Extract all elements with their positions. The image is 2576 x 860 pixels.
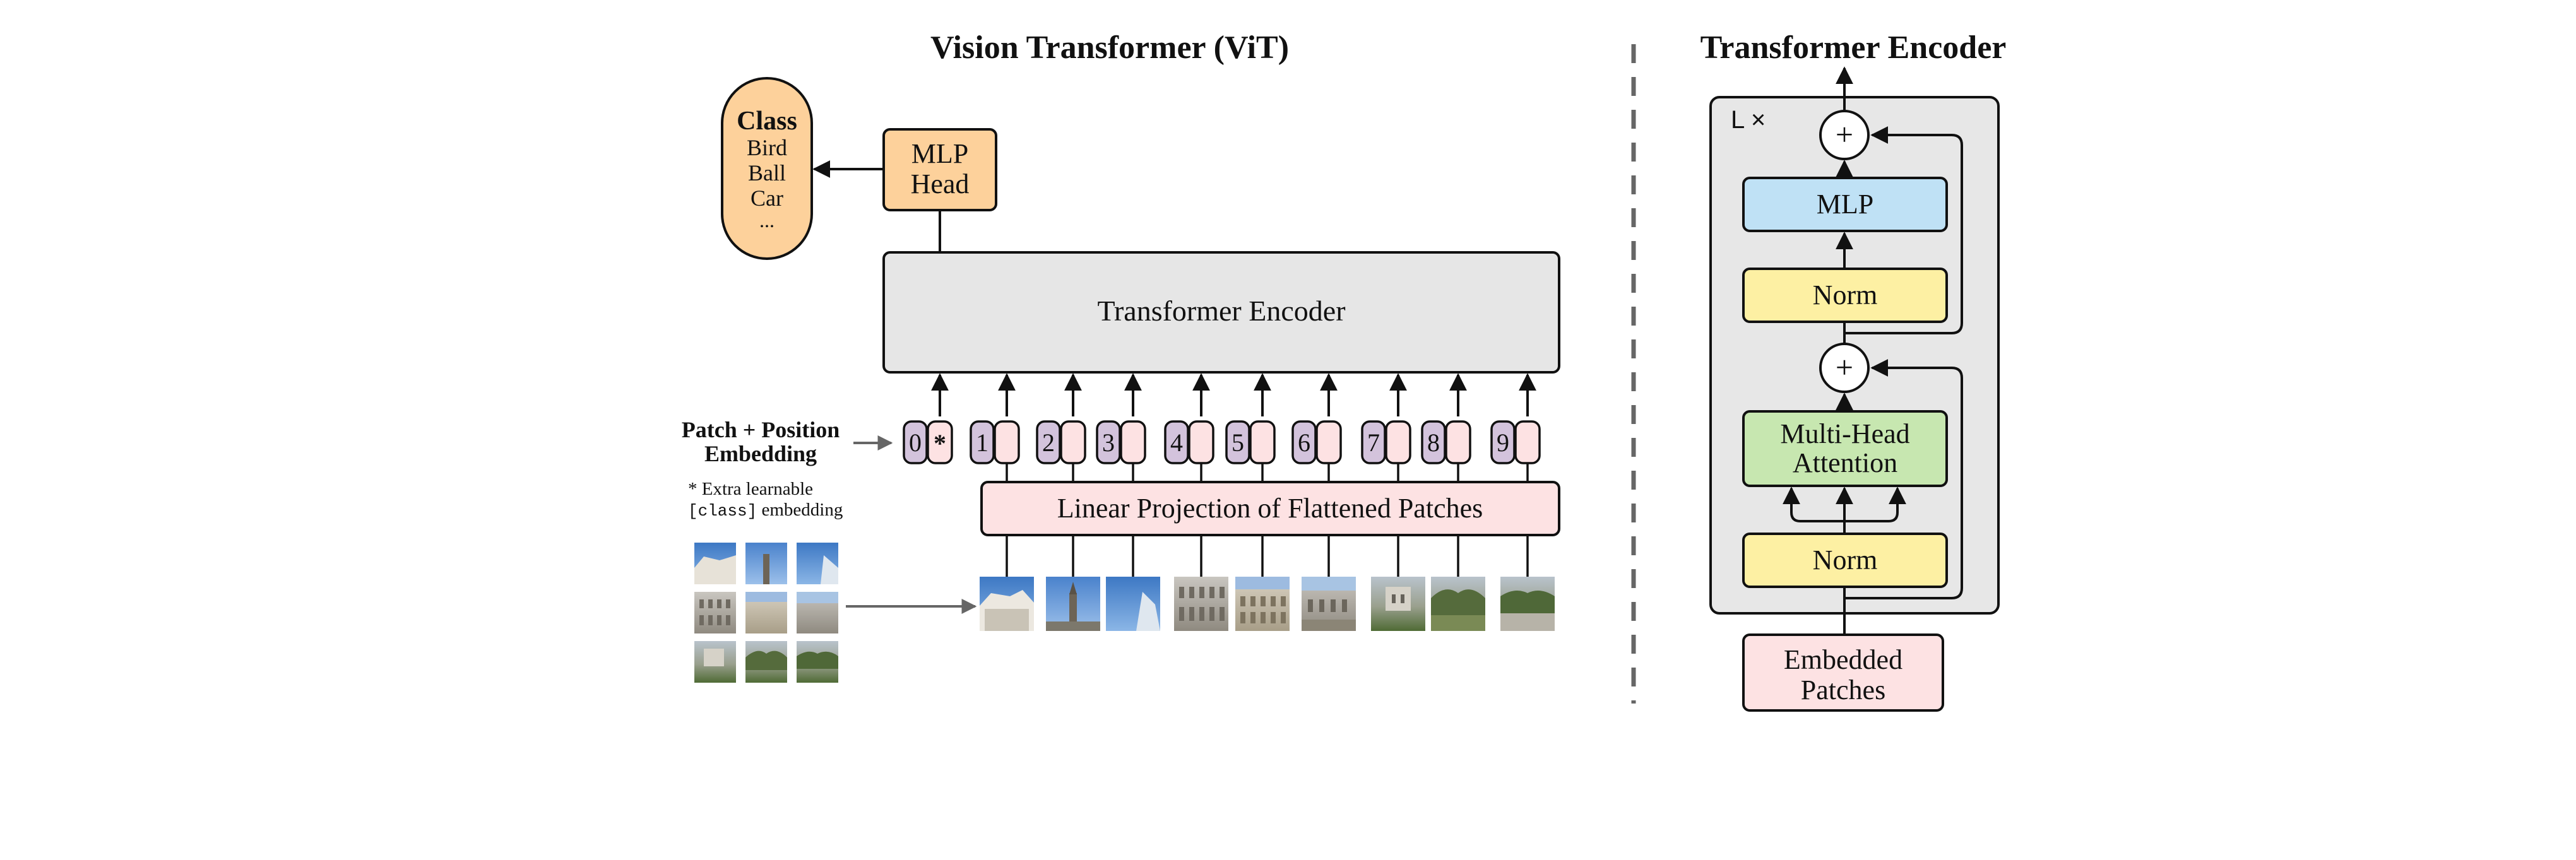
token-pair-1: 1 [970, 420, 1020, 464]
patch-image-4 [1174, 577, 1228, 631]
attention-line2: Attention [1793, 447, 1897, 478]
residual-add-middle-symbol: + [1836, 350, 1853, 385]
position-index-1: 1 [976, 428, 988, 457]
class-token-note-line1: * Extra learnable [688, 479, 813, 499]
patch-image-8 [1431, 577, 1485, 631]
residual-skip-bottom [1844, 359, 1963, 599]
residual-skip-top [1844, 126, 1963, 334]
token-pair-5: 5 [1225, 420, 1276, 464]
vit-title: Vision Transformer (ViT) [930, 30, 1289, 66]
token-to-projection-lines [1006, 463, 1529, 482]
token-pair-2: 2 [1036, 420, 1086, 464]
embedding-label-line1: Patch + Position [682, 417, 840, 442]
class-token-star: * [934, 429, 946, 457]
attention-line1: Multi-Head [1780, 418, 1909, 449]
position-index-2: 2 [1042, 428, 1055, 457]
flattened-patches [980, 577, 1555, 631]
embedded-patches-line2: Patches [1801, 674, 1885, 705]
token-arrows [931, 373, 1536, 416]
mlp-head-box: MLP Head [882, 128, 997, 211]
position-index-5: 5 [1232, 428, 1244, 457]
embedded-patches-line1: Embedded [1784, 644, 1902, 675]
class-token-note-rest: embedding [757, 500, 843, 520]
patch-image-1 [980, 577, 1034, 631]
class-item-more: ... [759, 209, 775, 232]
encoder-detail-title: Transformer Encoder [1701, 30, 2007, 66]
position-index-7: 7 [1367, 428, 1380, 457]
transformer-encoder-box: Transformer Encoder [882, 251, 1560, 374]
repeat-label: L × [1731, 106, 1766, 134]
class-item-ball: Ball [748, 160, 786, 186]
token-pair-9: 9 [1490, 420, 1541, 464]
embedding-tokens: 0 * 1 2 3 4 5 [903, 420, 1541, 464]
class-item-car: Car [751, 186, 783, 211]
class-token-note-line2: [class] embedding [688, 500, 843, 521]
position-index-8: 8 [1427, 428, 1440, 457]
encoder-norm-2-label: Norm [1813, 280, 1878, 310]
token-pair-6: 6 [1291, 420, 1342, 464]
mlp-head-line1: MLP [911, 138, 968, 169]
token-pair-8: 8 [1421, 420, 1471, 464]
class-output-box: Class Bird Ball Car ... [721, 77, 813, 260]
embedded-patches-box: Embedded Patches [1742, 633, 1944, 712]
embedding-label-line2: Embedding [704, 441, 817, 466]
class-item-bird: Bird [747, 135, 787, 160]
encoder-norm-1-box: Norm [1742, 533, 1948, 588]
patch-image-9 [1500, 577, 1555, 631]
patch-image-2 [1046, 577, 1100, 631]
patch-image-5 [1235, 577, 1290, 631]
multi-head-attention-box: Multi-Head Attention [1742, 410, 1948, 487]
token-pair-0: 0 * [903, 420, 953, 464]
patch-image-6 [1302, 577, 1356, 631]
residual-add-top-symbol: + [1836, 117, 1853, 152]
mlp-head-line2: Head [911, 168, 970, 199]
token-pair-4: 4 [1164, 420, 1214, 464]
position-index-4: 4 [1170, 428, 1183, 457]
qkv-arrows [1783, 486, 1906, 534]
position-index-6: 6 [1298, 428, 1310, 457]
transformer-encoder-label: Transformer Encoder [1097, 295, 1345, 327]
patch-image-7 [1371, 577, 1425, 631]
class-heading: Class [737, 107, 797, 136]
encoder-mlp-box: MLP [1742, 177, 1948, 232]
token-pair-3: 3 [1096, 420, 1146, 464]
image-patch-grid [694, 543, 838, 683]
position-index-9: 9 [1497, 428, 1509, 457]
position-index-0: 0 [909, 428, 922, 457]
encoder-norm-1-label: Norm [1813, 545, 1878, 575]
patch-to-projection-lines [1006, 535, 1529, 577]
token-pair-7: 7 [1361, 420, 1411, 464]
residual-add-top: + [1819, 110, 1870, 160]
position-index-3: 3 [1102, 428, 1115, 457]
linear-projection-box: Linear Projection of Flattened Patches [980, 481, 1560, 536]
linear-projection-label: Linear Projection of Flattened Patches [1057, 493, 1483, 524]
class-token-note-code: [class] [688, 502, 757, 521]
encoder-norm-2-box: Norm [1742, 268, 1948, 323]
encoder-mlp-label: MLP [1817, 189, 1873, 220]
patch-image-3 [1106, 577, 1160, 631]
residual-add-middle: + [1819, 343, 1870, 393]
